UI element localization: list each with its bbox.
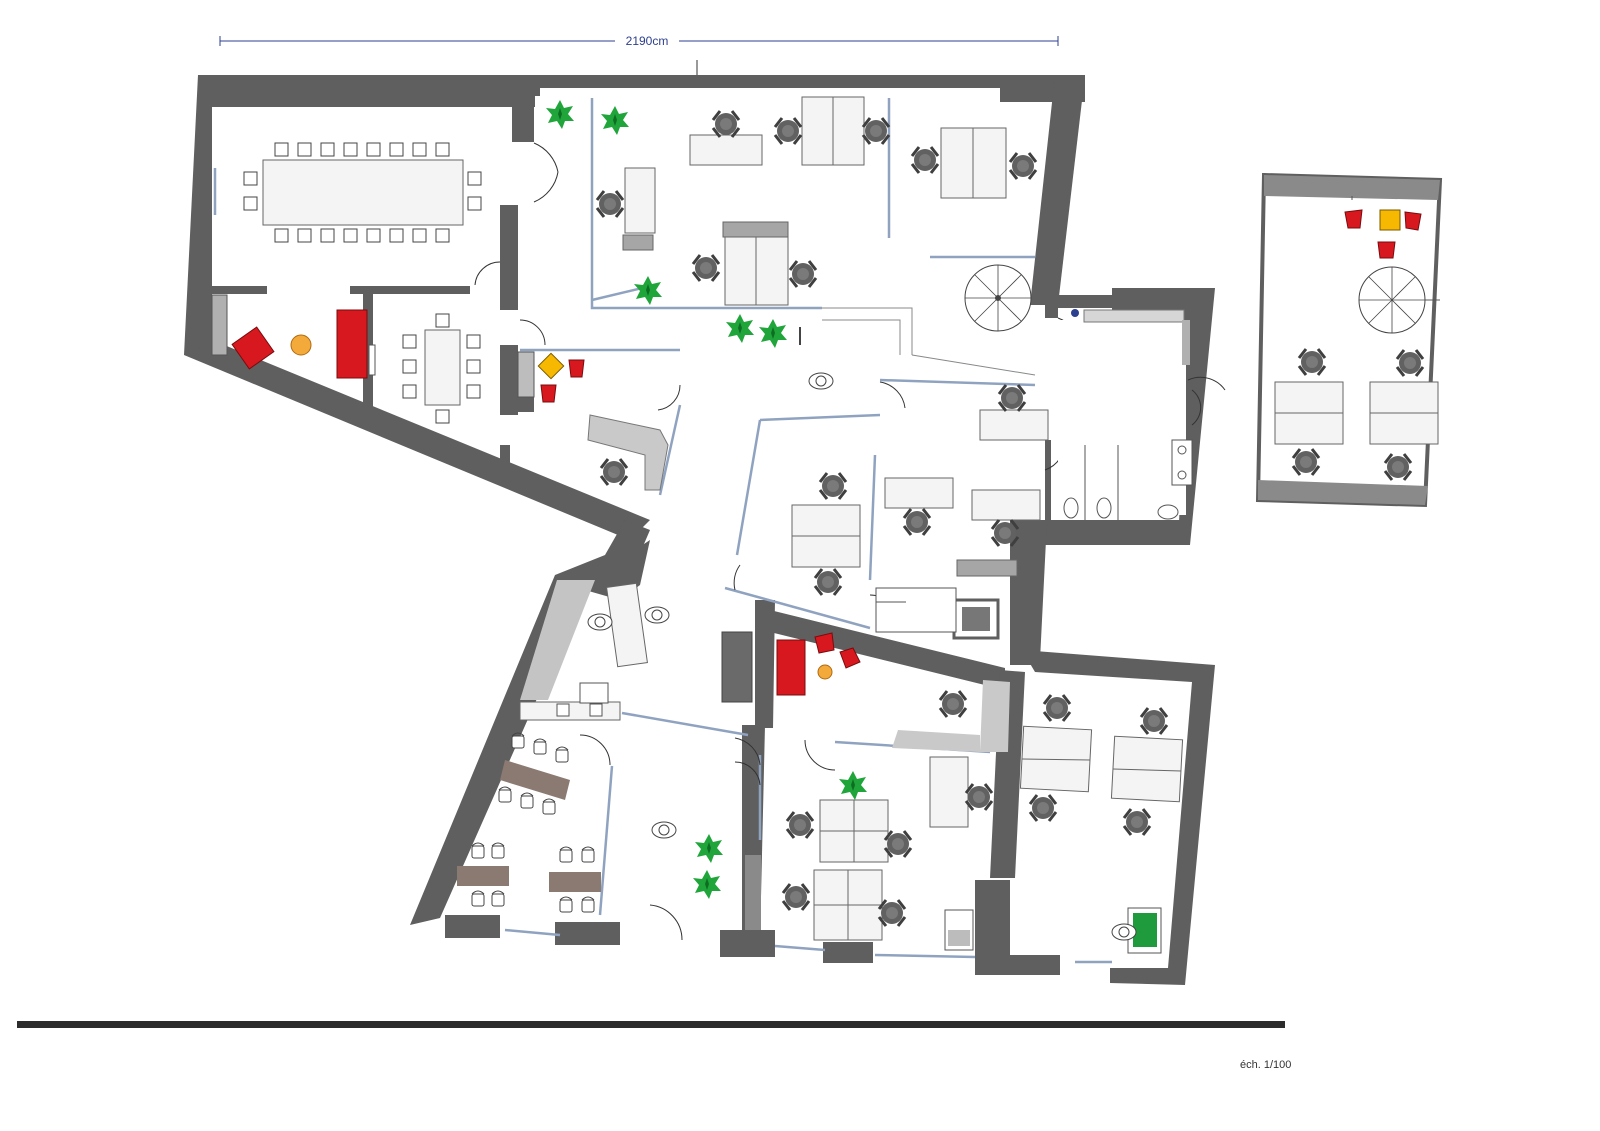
cafeteria	[457, 732, 601, 913]
toilet-icon	[1063, 497, 1079, 519]
lounge-left	[211, 294, 376, 379]
spiral-staircase-icon	[1358, 266, 1426, 334]
dimension-line: 2190cm	[219, 34, 1059, 75]
middle-office	[791, 409, 1049, 577]
sink-icon	[1171, 439, 1193, 486]
red-sofa	[336, 309, 368, 379]
open-space-top	[622, 96, 1007, 306]
lower-right-office	[1019, 693, 1184, 954]
mezzanine	[1255, 172, 1443, 508]
person-icon	[651, 821, 677, 839]
yellow-seat	[537, 352, 565, 380]
conference-table	[262, 159, 464, 226]
lower-left-area	[519, 580, 670, 721]
conference-chairs-bottom	[274, 228, 450, 243]
cabinet	[211, 294, 228, 356]
toilet-icon	[1157, 504, 1179, 520]
small-table	[424, 329, 461, 406]
reception-desk	[587, 414, 669, 491]
corridor-ramp	[822, 307, 1036, 376]
glass-partitions	[213, 98, 1112, 964]
toilet-icon	[1096, 497, 1112, 519]
small-meeting-room	[402, 313, 481, 424]
waiting-lounge	[721, 631, 861, 703]
meeting-room	[243, 142, 482, 243]
scale-label: éch. 1/100	[1240, 1059, 1291, 1071]
side-table	[290, 334, 312, 356]
dimension-label: 2190cm	[626, 34, 669, 48]
wc-area	[1058, 309, 1193, 520]
spiral-staircase	[964, 264, 1032, 332]
reception	[517, 351, 669, 491]
conference-chairs-top	[274, 142, 450, 157]
lower-middle-office	[745, 680, 1010, 951]
scale-bar	[17, 1021, 1285, 1028]
person-icon	[808, 372, 834, 390]
doors	[474, 142, 1226, 941]
armchair	[231, 326, 275, 370]
